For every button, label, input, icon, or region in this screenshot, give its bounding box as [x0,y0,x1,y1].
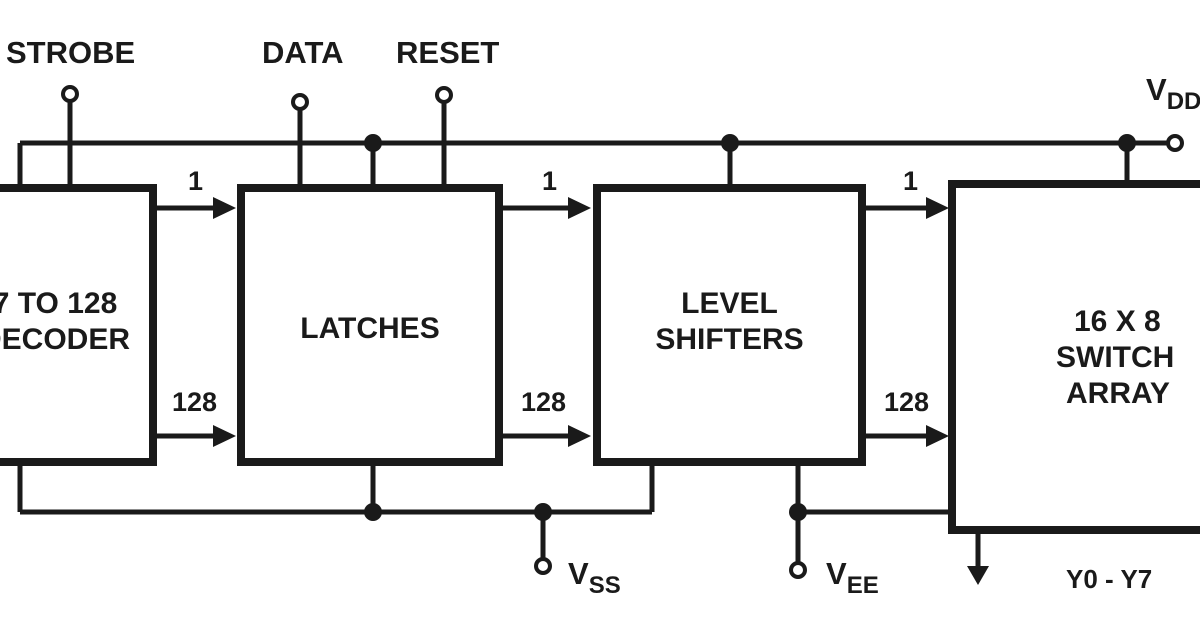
level-shifters-label: LEVEL SHIFTERS [597,286,862,358]
vss-label: VSS [568,558,621,598]
strobe-terminal [61,85,79,103]
vdd-main: V [1146,72,1167,107]
arrow-128-b [568,425,591,447]
bus-label-128: 128 [884,387,930,417]
latches-block [237,184,503,466]
reset-label: RESET [396,35,500,70]
arrow-128-a [213,425,236,447]
strobe-label: STROBE [6,35,136,70]
latches-label: LATCHES [241,311,499,347]
bus-label-1: 1 [542,166,558,196]
vss-sub: SS [588,572,621,599]
junction-dot [534,503,552,521]
vss-terminal [534,557,552,575]
switch-label-line2: SWITCH [1056,341,1175,374]
bus-label-1: 1 [188,166,204,196]
decoder-label: 7 TO 128 DECODER [0,286,190,358]
bus-label-128: 128 [521,387,567,417]
junction-dot [789,503,807,521]
vee-sub: EE [846,572,879,599]
junction-dot [364,134,382,152]
latches-label-text: LATCHES [300,312,440,345]
output-arrow [967,566,989,585]
level-label-line2: SHIFTERS [655,323,804,356]
switch-label-line3: ARRAY [1066,377,1170,410]
junction-dot [721,134,739,152]
vdd-label: VDD [1146,74,1200,114]
vee-main: V [826,556,847,591]
junction-dot [364,503,382,521]
switch-array-label: 16 X 8 SWITCH ARRAY [1040,304,1200,412]
vss-main: V [568,556,589,591]
bus-label-128: 128 [172,387,218,417]
bus-label-1: 1 [903,166,919,196]
decoder-label-line1: 7 TO 128 [0,287,118,320]
data-terminal [291,93,309,111]
arrow-1-a [213,197,236,219]
arrow-1-b [568,197,591,219]
vdd-sub: DD [1166,88,1200,115]
level-shifters-block [593,184,866,466]
output-label: Y0 - Y7 [1066,564,1153,594]
switch-array-block [948,180,1200,534]
arrow-1-c [926,197,949,219]
arrow-128-c [926,425,949,447]
vdd-terminal [1166,134,1184,152]
vee-terminal [789,561,807,579]
level-label-line1: LEVEL [681,287,778,320]
decoder-block [0,184,157,466]
switch-label-line1: 16 X 8 [1074,305,1161,338]
vee-label: VEE [826,558,879,598]
junction-dot [1118,134,1136,152]
decoder-label-line2: DECODER [0,323,130,356]
reset-terminal [435,86,453,104]
data-label: DATA [262,35,344,70]
